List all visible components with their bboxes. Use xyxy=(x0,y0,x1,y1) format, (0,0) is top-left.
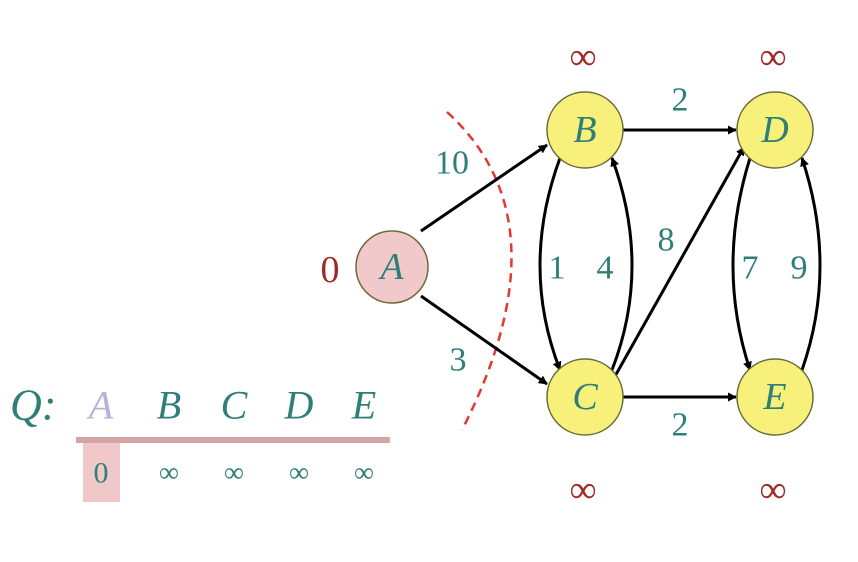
weight-c-e: 2 xyxy=(672,407,689,444)
node-e-circle xyxy=(736,358,814,436)
queue-divider xyxy=(76,437,390,443)
queue-label: Q: xyxy=(10,381,56,430)
edge-d-e xyxy=(731,157,752,371)
node-c-circle xyxy=(546,358,624,436)
dist-e: ∞ xyxy=(759,469,786,511)
node-c-label: C xyxy=(572,376,598,418)
edge-a-c xyxy=(420,294,548,386)
weight-d-e: 7 xyxy=(742,250,759,287)
node-c: C xyxy=(546,358,624,436)
weight-b-c: 1 xyxy=(549,250,566,287)
priority-queue: Q: A B C D E 0 ∞ ∞ ∞ ∞ xyxy=(10,381,390,502)
node-d-label: D xyxy=(760,109,788,151)
queue-value-c: ∞ xyxy=(224,458,244,489)
edges xyxy=(420,125,822,402)
edge-c-b xyxy=(610,157,634,371)
edge-a-b xyxy=(420,143,548,233)
queue-name-a: A xyxy=(86,383,114,428)
weight-c-d: 8 xyxy=(658,222,675,259)
node-b-label: B xyxy=(573,109,596,151)
weight-e-d: 9 xyxy=(791,250,808,287)
node-a: A xyxy=(355,230,429,304)
node-e: E xyxy=(736,358,814,436)
edge-e-d xyxy=(800,157,822,371)
node-a-label: A xyxy=(377,246,404,288)
dist-c: ∞ xyxy=(569,469,596,511)
queue-highlight-cell xyxy=(83,442,120,502)
node-a-circle xyxy=(355,230,429,304)
node-b: B xyxy=(546,91,624,169)
queue-value-e: ∞ xyxy=(354,458,374,489)
queue-name-b: B xyxy=(157,383,181,428)
queue-name-e: E xyxy=(351,383,376,428)
edge-c-d xyxy=(612,146,746,379)
weight-b-d: 2 xyxy=(672,82,689,119)
dist-d: ∞ xyxy=(759,36,786,78)
distance-labels: 0 ∞ ∞ ∞ ∞ xyxy=(321,36,787,511)
dist-a: 0 xyxy=(321,249,340,291)
queue-value-b: ∞ xyxy=(159,458,179,489)
queue-value-a: 0 xyxy=(94,457,109,490)
node-e-label: E xyxy=(762,376,786,418)
weight-c-b: 4 xyxy=(597,250,614,287)
node-d-circle xyxy=(736,91,814,169)
queue-name-c: C xyxy=(221,383,249,428)
cut-line xyxy=(446,111,513,431)
edge-b-c xyxy=(538,157,562,371)
queue-name-d: D xyxy=(284,383,314,428)
node-d: D xyxy=(736,91,814,169)
weight-a-c: 3 xyxy=(450,342,467,379)
edge-weights: 10 3 1 4 2 8 2 7 9 xyxy=(435,82,808,444)
dist-b: ∞ xyxy=(569,36,596,78)
queue-value-d: ∞ xyxy=(289,458,309,489)
weight-a-b: 10 xyxy=(435,145,469,182)
node-b-circle xyxy=(546,91,624,169)
